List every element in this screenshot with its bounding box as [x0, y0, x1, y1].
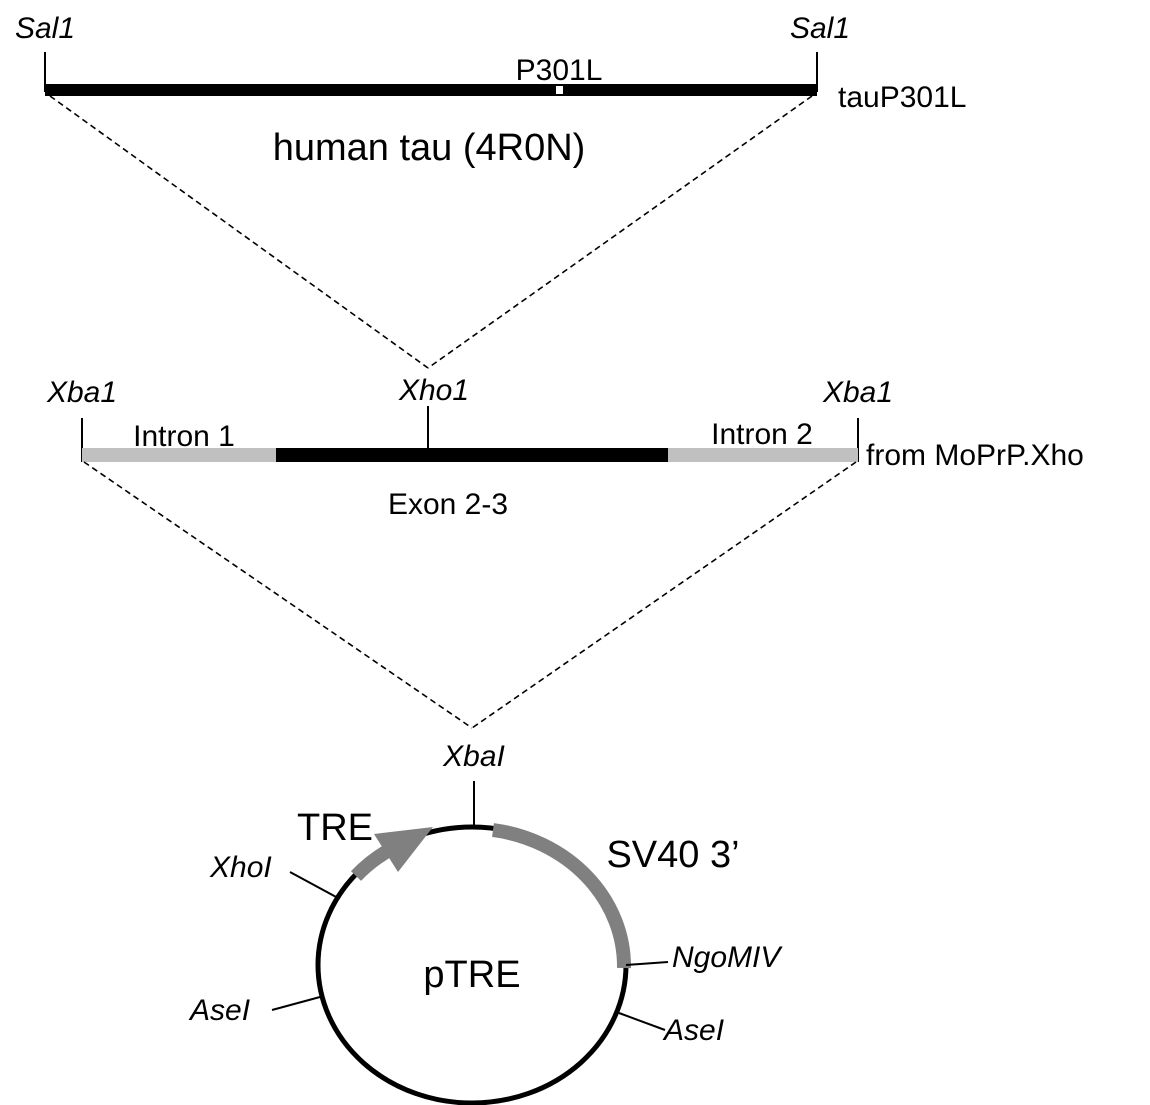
- tre-label: TRE: [297, 807, 373, 849]
- projection-right-lower: [471, 461, 857, 729]
- intron-1-bar: [82, 448, 276, 462]
- tre-arrowhead: [374, 827, 433, 872]
- intermediate-middle-site: Xho1: [398, 374, 469, 407]
- asei-left-tick: [271, 996, 321, 1011]
- insert-bar: [45, 84, 817, 96]
- sv40-label: SV40 3’: [606, 834, 739, 876]
- exon-bar: [276, 448, 668, 462]
- asei-right-site: AseI: [662, 1014, 724, 1047]
- asei-right-tick: [618, 1012, 666, 1031]
- intron-1-label: Intron 1: [133, 420, 235, 453]
- intermediate-right-site: Xba1: [822, 376, 893, 409]
- gene-label: human tau (4R0N): [273, 127, 586, 169]
- source-label: from MoPrP.Xho: [866, 439, 1084, 472]
- ngomiv-tick: [625, 961, 669, 966]
- xhoi-site: XhoI: [209, 851, 272, 884]
- intron-2-label: Intron 2: [711, 418, 813, 451]
- projection-right-upper: [427, 95, 813, 369]
- projection-left-upper: [49, 95, 429, 369]
- exon-label: Exon 2-3: [388, 488, 508, 521]
- intron-2-bar: [668, 448, 858, 462]
- projection-left-lower: [83, 461, 473, 729]
- sv40-feature: [492, 823, 632, 969]
- intermediate-map: Xba1 Xho1 Xba1 Intron 1 Intron 2 Exon 2-…: [46, 374, 1084, 521]
- asei-left-site: AseI: [188, 994, 250, 1027]
- insert-left-site: Sal1: [15, 12, 75, 45]
- plasmid-map: pTRE XbaI TRE SV40 3’ XhoI NgoMIV AseI A…: [188, 740, 783, 1105]
- construct-label: tauP301L: [838, 81, 966, 114]
- insert-map: Sal1 Sal1 P301L tauP301L human tau (4R0N…: [15, 12, 966, 169]
- xbai-site: XbaI: [442, 740, 505, 773]
- mutation-marker: [556, 86, 563, 94]
- mutation-label: P301L: [516, 54, 603, 87]
- xhoi-tick: [289, 871, 339, 899]
- ngomiv-site: NgoMIV: [672, 941, 783, 974]
- insert-right-site: Sal1: [790, 12, 850, 45]
- intermediate-left-site: Xba1: [46, 376, 117, 409]
- plasmid-name: pTRE: [423, 954, 520, 996]
